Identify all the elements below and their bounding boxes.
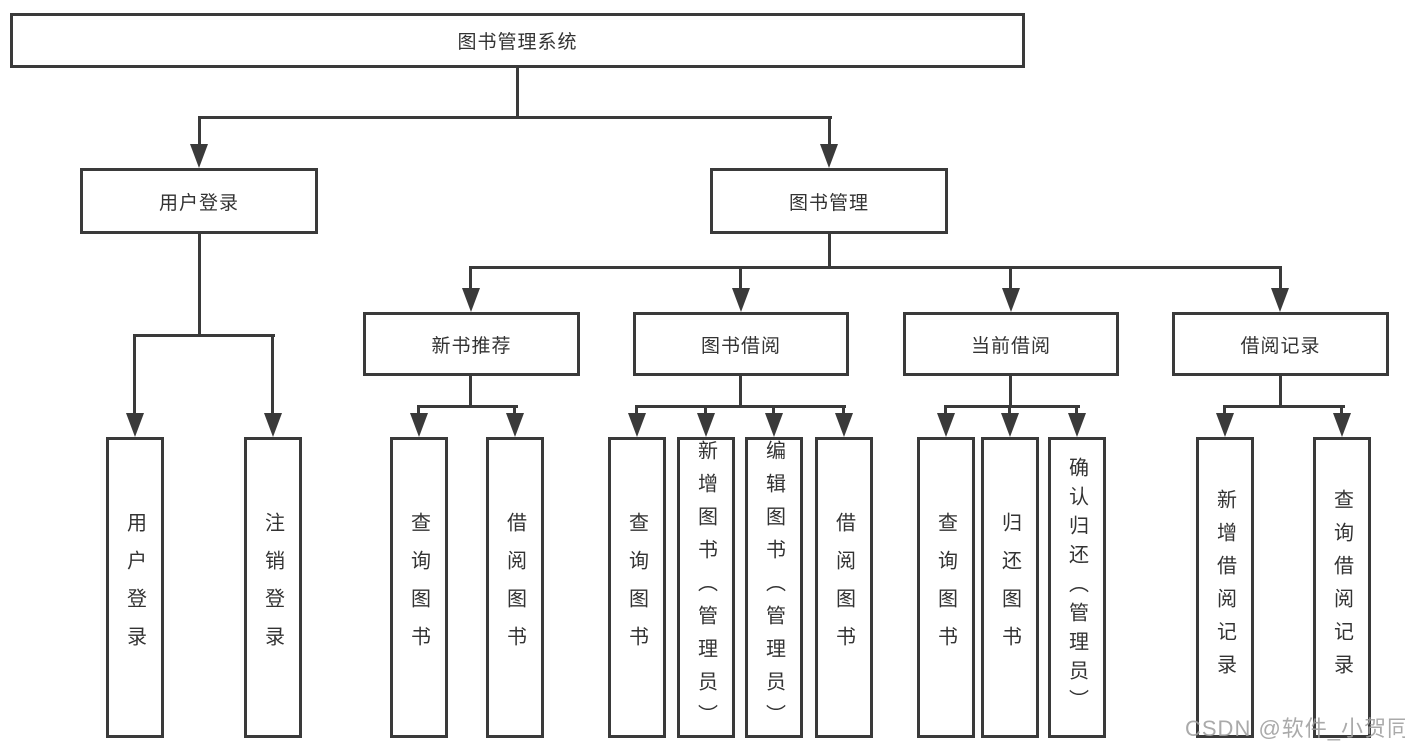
connector-line [842,405,845,417]
connector-line [828,116,831,148]
connector-line [271,334,274,416]
node-book-management: 图书管理 [710,168,948,234]
connector-line [1279,376,1282,407]
connector-line [133,334,136,416]
connector-line [469,266,1282,269]
leaf-query-books-recommend: 查询图书 [390,437,448,738]
arrowhead-icon [506,413,524,437]
arrowhead-icon [410,413,428,437]
arrowhead-icon [1216,413,1234,437]
leaf-query-borrow-record: 查询借阅记录 [1313,437,1371,738]
connector-line [133,334,275,337]
connector-line [1075,405,1078,417]
connector-line [1223,405,1345,408]
node-book-borrowing: 图书借阅 [633,312,849,376]
connector-line [469,266,472,290]
connector-line [1009,376,1012,407]
node-new-book-recommendation: 新书推荐 [363,312,580,376]
leaf-borrow-books-recommend: 借阅图书 [486,437,544,738]
connector-line [944,405,1080,408]
arrowhead-icon [765,413,783,437]
node-current-borrowing: 当前借阅 [903,312,1119,376]
connector-line [1340,405,1343,417]
leaf-user-login: 用户登录 [106,437,164,738]
arrowhead-icon [462,288,480,312]
leaf-add-borrow-record: 新增借阅记录 [1196,437,1254,738]
connector-line [1223,405,1226,417]
connector-line [704,405,707,417]
connector-line [828,234,831,268]
arrowhead-icon [264,413,282,437]
connector-line [198,116,832,119]
node-user-login: 用户登录 [80,168,318,234]
leaf-return-books: 归还图书 [981,437,1039,738]
arrowhead-icon [1001,413,1019,437]
connector-line [1279,266,1282,290]
connector-line [198,234,201,336]
arrowhead-icon [937,413,955,437]
connector-line [635,405,638,417]
leaf-confirm-return-admin: 确认归还（管理员） [1048,437,1106,738]
leaf-query-books-borrow: 查询图书 [608,437,666,738]
connector-line [1008,405,1011,417]
connector-line [417,405,518,408]
node-borrowing-records: 借阅记录 [1172,312,1389,376]
connector-line [417,405,420,417]
arrowhead-icon [126,413,144,437]
leaf-logout: 注销登录 [244,437,302,738]
connector-line [739,266,742,290]
arrowhead-icon [732,288,750,312]
leaf-edit-books-admin: 编辑图书（管理员） [745,437,803,738]
connector-line [739,376,742,407]
arrowhead-icon [190,144,208,168]
leaf-borrow-books: 借阅图书 [815,437,873,738]
csdn-watermark: CSDN @软件_小贺同学 [1185,716,1405,741]
arrowhead-icon [1002,288,1020,312]
connector-line [944,405,947,417]
connector-line [772,405,775,417]
arrowhead-icon [1068,413,1086,437]
arrowhead-icon [820,144,838,168]
leaf-query-books-current: 查询图书 [917,437,975,738]
arrowhead-icon [628,413,646,437]
connector-line [1009,266,1012,290]
node-library-management-system: 图书管理系统 [10,13,1025,68]
connector-line [469,376,472,407]
connector-line [513,405,516,417]
connector-line [635,405,846,408]
arrowhead-icon [1333,413,1351,437]
arrowhead-icon [835,413,853,437]
leaf-add-books-admin: 新增图书（管理员） [677,437,735,738]
connector-line [198,116,201,148]
arrowhead-icon [697,413,715,437]
arrowhead-icon [1271,288,1289,312]
connector-line [516,67,519,118]
